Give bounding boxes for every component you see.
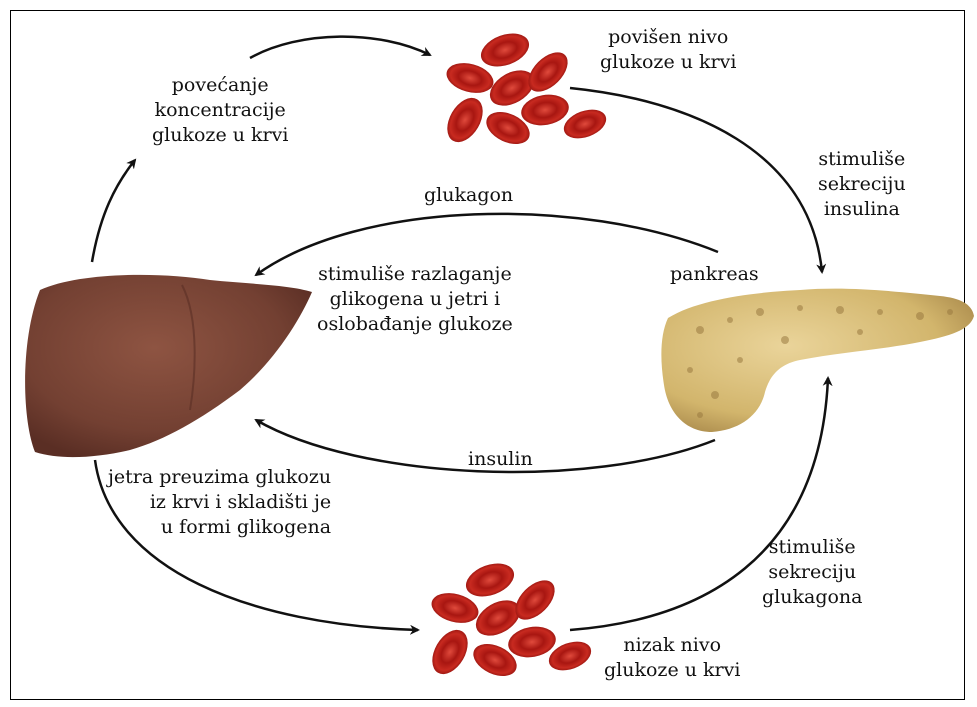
label-increase-glucose: povećanje koncentracije glukoze u krvi	[152, 73, 288, 148]
label-insulin: insulin	[468, 447, 533, 472]
liver-illustration	[25, 275, 312, 457]
pancreas-illustration	[661, 289, 974, 432]
label-stimulates-glucagon: stimuliše sekreciju glukagona	[762, 535, 862, 610]
label-high-glucose: povišen nivo glukoze u krvi	[600, 25, 736, 75]
label-stimulates-breakdown: stimuliše razlaganje glikogena u jetri i…	[317, 262, 513, 337]
blood-cells-bottom	[425, 557, 595, 682]
label-pancreas: pankreas	[670, 262, 759, 287]
label-glucagon: glukagon	[424, 183, 513, 208]
label-liver-stores: jetra preuzima glukozu iz krvi i skladiš…	[108, 465, 331, 540]
label-low-glucose: nizak nivo glukoze u krvi	[604, 633, 740, 683]
label-stimulates-insulin: stimuliše sekreciju insulina	[818, 147, 906, 222]
arrow-liver-to-top-cells-top	[250, 37, 430, 58]
arrow-liver-to-top-cells-left	[92, 160, 135, 262]
